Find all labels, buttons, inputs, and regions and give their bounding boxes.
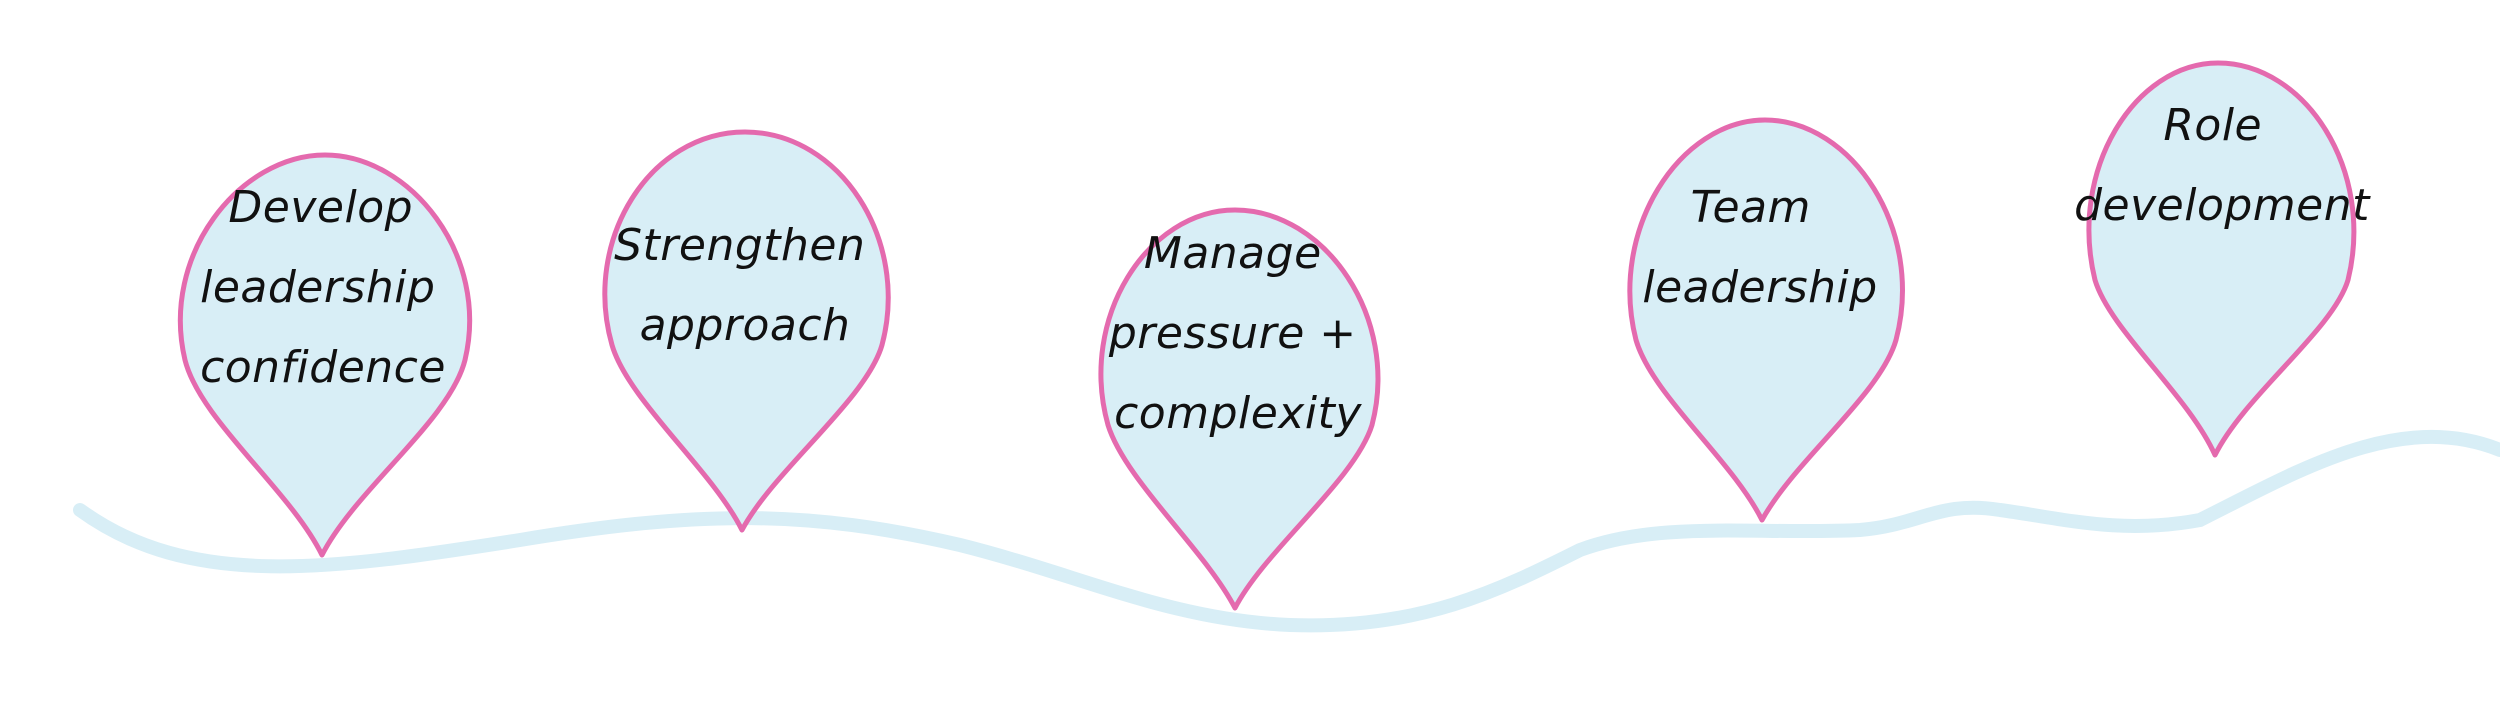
- map-pin-icon: [602, 129, 891, 533]
- milestone-label: Strengthen approach: [614, 220, 880, 351]
- milestone-label-line: development: [2074, 180, 2371, 231]
- map-pin-icon: [1098, 207, 1381, 611]
- milestone-label-line: Team: [1691, 182, 1811, 233]
- milestone-label: Develop leadership confidence: [200, 182, 450, 393]
- map-pin-icon: [177, 152, 473, 558]
- milestone-pin: Develop leadership confidence: [177, 152, 473, 558]
- map-pin-icon: [1627, 117, 1905, 523]
- milestone-label-line: Role: [2163, 100, 2262, 151]
- milestone-label: Team leadership: [1642, 182, 1877, 313]
- journey-path: [73, 430, 2500, 633]
- milestone-pin: Team leadership: [1627, 117, 1905, 523]
- milestone-label: Role development: [2074, 100, 2371, 231]
- milestone-label-line: confidence: [200, 342, 446, 393]
- milestone-pin: Strengthen approach: [602, 129, 891, 533]
- milestone-label-line: Manage: [1144, 228, 1322, 279]
- milestone-label-line: Strengthen: [614, 220, 865, 271]
- milestone-label: Manage pressure + complexity: [1108, 228, 1371, 439]
- milestone-label-line: Develop: [228, 182, 413, 233]
- milestone-label-line: pressure +: [1108, 308, 1357, 359]
- milestone-label-line: approach: [640, 300, 851, 351]
- map-pin-icon: [2086, 60, 2357, 458]
- milestone-pin: Manage pressure + complexity: [1098, 207, 1381, 611]
- milestone-label-line: leadership: [200, 262, 435, 313]
- milestone-label-line: complexity: [1114, 388, 1362, 439]
- milestone-pin: Role development: [2074, 60, 2371, 458]
- milestone-label-line: leadership: [1642, 262, 1877, 313]
